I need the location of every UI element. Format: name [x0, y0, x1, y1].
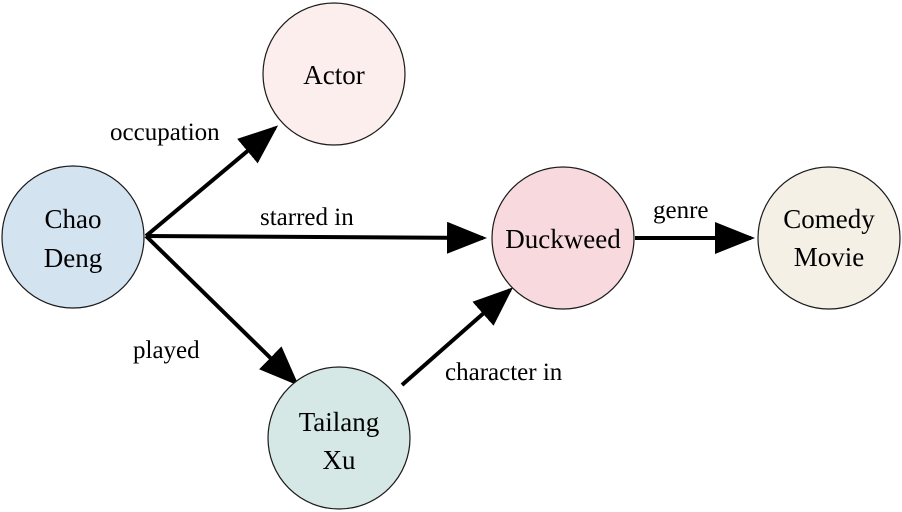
node-actor: Actor: [262, 2, 406, 146]
node-chao-deng-label-line2: Deng: [44, 243, 102, 273]
edge-label-occupation: occupation: [110, 119, 220, 146]
edge-played-arrow: [144, 234, 299, 386]
node-chao-deng: Chao Deng: [1, 165, 145, 309]
node-duckweed-label: Duckweed: [505, 224, 621, 254]
node-tailang-xu-label-line1: Tailang: [299, 407, 380, 437]
node-comedy-movie: Comedy Movie: [757, 166, 901, 310]
node-tailang-xu: Tailang Xu: [267, 366, 411, 510]
edge-starred-in-arrow: [145, 221, 487, 254]
node-chao-deng-label-line1: Chao: [45, 204, 102, 234]
node-duckweed: Duckweed: [491, 166, 635, 310]
edge-label-played: played: [133, 337, 200, 364]
node-comedy-movie-label-line1: Comedy: [783, 204, 875, 234]
node-actor-label: Actor: [303, 60, 364, 90]
edge-label-genre: genre: [653, 197, 709, 224]
edge-label-starred-in: starred in: [260, 204, 354, 231]
node-tailang-xu-label-line2: Xu: [323, 445, 356, 475]
edge-label-character-in: character in: [445, 359, 563, 386]
edge-character-in-arrow: [400, 287, 514, 387]
edge-occupation-arrow: [144, 125, 279, 238]
node-comedy-movie-label-line2: Movie: [794, 242, 865, 272]
